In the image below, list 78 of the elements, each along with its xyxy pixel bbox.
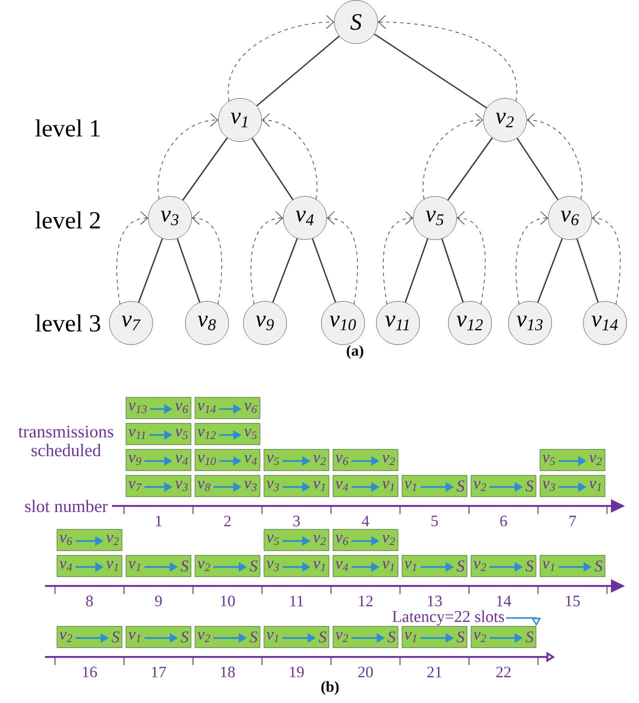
transmission-box: v$_{1}$ S [264,626,330,648]
slot-number: 8 [86,596,93,606]
transmission-box: v$_{3}$ v$_{1}$ [264,475,330,497]
slot-number: 15 [566,596,580,606]
transmission-box: v$_{1}$ S [402,475,468,497]
caption-label: (b) [321,681,339,695]
transmission-box: v$_{2}$ S [332,626,398,648]
slot-number: 1 [156,516,162,526]
arrow [116,211,148,304]
axis-title: slot number [25,500,108,512]
transmission-box: v$_{2}$ S [194,555,260,577]
transmission-box: v$_{6}$ v$_{2}$ [56,529,122,551]
slot-number: 3 [293,516,300,526]
slot-number: 16 [83,666,97,678]
slot-number: 17 [152,666,166,678]
transmission-box: v$_{3}$ v$_{1}$ [264,555,330,577]
transmission-box: v$_{4}$ v$_{1}$ [56,555,122,577]
transmission-box: v$_{2}$ S [470,626,536,648]
slot-number: 4 [362,516,370,526]
transmission-box: v$_{2}$ S [470,555,536,577]
slot-number: 18 [221,666,235,678]
transmission-box: v$_{4}$ v$_{1}$ [332,555,398,577]
slot-number: 14 [497,596,512,606]
arrow [516,211,548,304]
slot-number: 7 [570,516,576,526]
arrow [158,113,218,200]
slot-number: 9 [155,596,162,606]
transmission-box: v$_{1}$ S [126,626,192,648]
level-label: level 2 [35,211,100,229]
slot-number: 20 [358,666,373,678]
transmission-box: v$_{1}$ S [540,555,606,577]
arrow [326,211,358,304]
slot-number: 22 [496,666,511,678]
slot-number: 12 [359,596,373,606]
transmission-box: v$_{4}$ v$_{1}$ [332,475,398,497]
transmission-box: v$_{7}$ v$_{3}$ [126,475,192,497]
transmission-box: v$_{14}$ v$_{6}$ [194,397,260,419]
transmission-box: v$_{5}$ v$_{2}$ [540,449,606,471]
arrow [192,211,222,304]
arrow [262,113,318,200]
arrow [378,15,518,102]
arrow [456,211,486,304]
transmission-box: v$_{6}$ v$_{2}$ [332,449,398,471]
arrow [250,211,284,304]
transmission-box: v$_{6}$ v$_{2}$ [332,529,398,551]
arrow [228,15,334,102]
level-label: level 3 [35,314,100,332]
transmission-box: v$_{10}$ v$_{4}$ [194,449,260,471]
transmission-box: v$_{1}$ S [402,626,468,648]
axis-title: transmissions scheduled [18,426,114,456]
slot-number: 10 [221,596,235,606]
slot-number: 13 [428,596,442,606]
transmission-box: v$_{8}$ v$_{3}$ [194,475,260,497]
arrow [382,211,414,304]
transmission-box: v$_{2}$ S [56,626,122,648]
level-label: level 1 [35,119,100,137]
slot-number: 19 [290,666,304,678]
transmission-box: v$_{13}$ v$_{6}$ [126,397,192,419]
transmission-box: v$_{1}$ S [402,555,468,577]
transmission-box: v$_{1}$ S [126,555,192,577]
transmission-box: v$_{2}$ S [470,475,536,497]
transmission-box: v$_{5}$ v$_{2}$ [264,449,330,471]
arrow [592,211,621,304]
transmission-box: v$_{12}$ v$_{5}$ [194,423,260,445]
transmission-box: v$_{2}$ S [194,626,260,648]
slot-number: 2 [224,516,231,526]
caption-label: (a) [346,345,364,359]
slot-number: 5 [431,516,438,526]
arrow [526,113,582,200]
transmission-box: v$_{3}$ v$_{1}$ [540,475,606,497]
transmission-box: v$_{5}$ v$_{2}$ [264,529,330,551]
arrow [422,113,484,200]
slot-number: 11 [290,596,304,606]
transmission-box: v$_{9}$ v$_{4}$ [126,449,192,471]
slot-number: 21 [427,666,442,678]
transmission-box: v$_{11}$ v$_{5}$ [126,423,192,445]
slot-number: 6 [500,516,507,526]
latency-text: Latency=22 slots [392,610,504,626]
